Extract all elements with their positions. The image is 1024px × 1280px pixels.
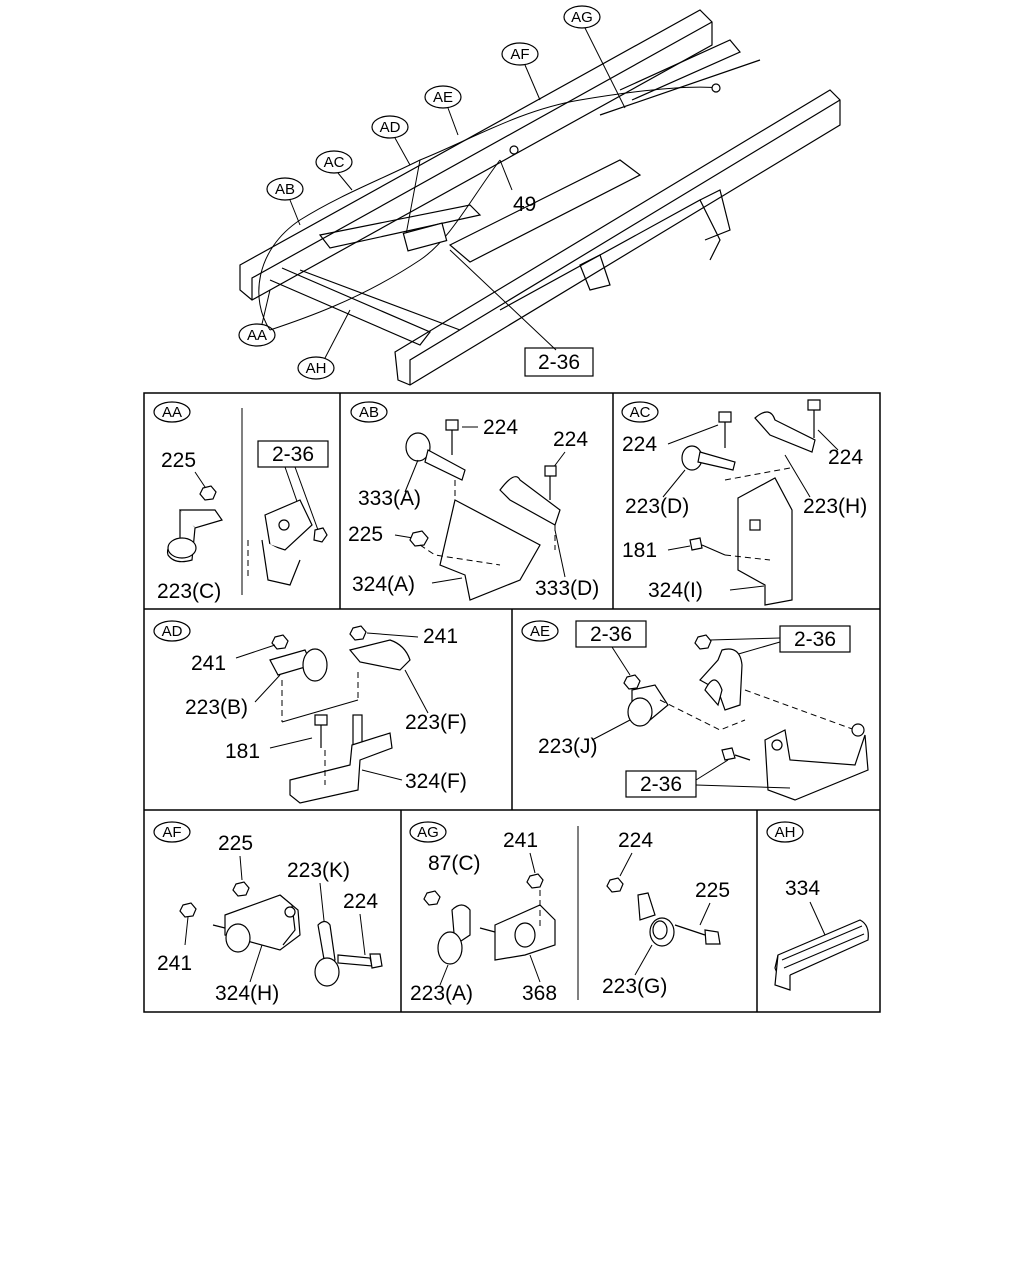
svg-text:333(A): 333(A) [358,487,421,510]
svg-text:324(A): 324(A) [352,573,415,596]
panel-af: AF 225 223(K) 224 241 324(H) [153,821,383,1005]
svg-text:223(J): 223(J) [538,735,598,758]
svg-text:223(D): 223(D) [625,495,689,518]
svg-text:AA: AA [162,404,182,421]
part-49-label: 49 [499,159,536,216]
svg-text:224: 224 [343,890,378,913]
svg-text:224: 224 [553,428,588,451]
svg-text:241: 241 [423,625,458,648]
svg-text:223(A): 223(A) [410,982,473,1005]
svg-text:2-36: 2-36 [640,773,682,796]
svg-text:225: 225 [161,449,196,472]
svg-text:225: 225 [218,832,253,855]
svg-text:224: 224 [622,433,657,456]
callout-af: AF [501,42,541,101]
svg-text:AE: AE [433,89,453,106]
svg-text:49: 49 [513,193,536,216]
callout-ad: AD [371,115,411,166]
svg-text:AB: AB [275,181,295,198]
svg-text:AC: AC [324,154,345,171]
callout-aa: AA [238,289,276,347]
svg-text:241: 241 [503,829,538,852]
svg-text:AF: AF [510,46,529,63]
svg-text:324(F): 324(F) [405,770,467,793]
callout-ae: AE [424,85,462,136]
svg-text:224: 224 [483,416,518,439]
svg-text:AE: AE [530,623,550,640]
svg-text:AD: AD [162,623,183,640]
svg-text:AA: AA [247,327,267,344]
ref-box-2-36: 2-36 [449,249,594,377]
svg-text:224: 224 [618,829,653,852]
svg-text:181: 181 [622,539,657,562]
svg-text:224: 224 [828,446,863,469]
svg-text:223(G): 223(G) [602,975,667,998]
svg-text:AH: AH [775,824,796,841]
svg-text:241: 241 [191,652,226,675]
callout-ah: AH [297,309,351,380]
callout-ab: AB [266,177,304,226]
svg-text:225: 225 [695,879,730,902]
svg-text:225: 225 [348,523,383,546]
svg-text:AF: AF [162,824,181,841]
svg-text:368: 368 [522,982,557,1005]
panel-ab: AB 224 333(A) 224 225 324(A) 333(D) [348,401,599,601]
panel-ae: AE 2-36 2-36 223(J) 2-36 [521,620,869,801]
svg-text:AG: AG [417,824,439,841]
svg-text:AB: AB [359,404,379,421]
svg-text:AH: AH [306,360,327,377]
svg-text:223(K): 223(K) [287,859,350,882]
svg-text:223(H): 223(H) [803,495,867,518]
svg-text:2-36: 2-36 [590,623,632,646]
callout-ac: AC [315,150,353,191]
svg-text:223(C): 223(C) [157,580,221,603]
panel-aa: AA 225 223(C) 2-36 [153,401,329,603]
svg-text:181: 181 [225,740,260,763]
panel-ac: AC 224 224 223(D) 223(H) 181 324(I) [621,399,867,606]
callout-ag: AG [563,5,626,109]
svg-text:AD: AD [380,119,401,136]
panel-grid [143,392,881,1013]
panel-ah: AH 334 [766,821,869,991]
svg-text:2-36: 2-36 [272,443,314,466]
svg-text:324(I): 324(I) [648,579,703,602]
svg-text:AC: AC [630,404,651,421]
svg-text:223(B): 223(B) [185,696,248,719]
svg-text:333(D): 333(D) [535,577,599,600]
svg-text:2-36: 2-36 [538,351,580,374]
svg-text:324(H): 324(H) [215,982,279,1005]
panel-ag: AG 87(C) 241 223(A) 368 224 225 223(G) [409,821,730,1005]
svg-text:AG: AG [571,9,593,26]
svg-text:241: 241 [157,952,192,975]
panel-ad: AD 241 241 223(B) 223(F) 181 324(F) [153,620,467,804]
svg-text:223(F): 223(F) [405,711,467,734]
chassis-frame-drawing [239,9,841,386]
svg-text:87(C): 87(C) [428,852,481,875]
svg-text:334: 334 [785,877,820,900]
svg-text:2-36: 2-36 [794,628,836,651]
